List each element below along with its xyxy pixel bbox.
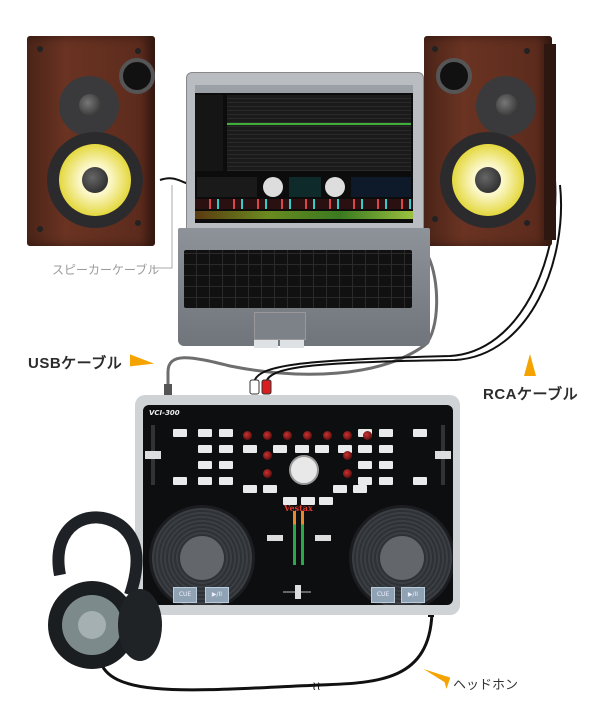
channel-fader-right[interactable] (315, 535, 331, 541)
speaker-left (27, 36, 155, 246)
tweeter (476, 76, 536, 136)
bass-port (436, 58, 472, 94)
deck-right-info (351, 177, 411, 197)
laptop-base (178, 228, 430, 348)
speaker-right (424, 36, 552, 246)
speaker-cable-label: スピーカーケーブル (52, 263, 160, 277)
tweeter (59, 76, 119, 136)
track-list (227, 95, 411, 171)
library-list (195, 95, 223, 171)
jog-wheel-left[interactable] (149, 505, 255, 605)
bass-port (119, 58, 155, 94)
cue-button-right[interactable]: CUE (371, 587, 395, 603)
rca-cable-label: RCAケーブル (483, 386, 579, 403)
speaker-cable-callout-line (152, 185, 173, 269)
play-pause-button-left[interactable]: ▶/II (205, 587, 229, 603)
rca-arrow-icon (524, 354, 536, 376)
cue-button-left[interactable]: CUE (173, 587, 197, 603)
woofer (47, 132, 143, 228)
model-name: VCI-300 (149, 409, 180, 417)
laptop-screen (186, 72, 424, 234)
headphone-cable (98, 611, 434, 692)
turntable-right (325, 177, 345, 197)
usb-plug (164, 384, 172, 398)
headphones-label: ヘッドホン (453, 677, 519, 692)
rca-cable-red (265, 184, 562, 384)
keyboard (184, 250, 412, 308)
touchpad (254, 312, 306, 340)
speaker-right-side-panel (544, 44, 556, 240)
browse-wheel[interactable] (289, 455, 319, 485)
waveform-1 (195, 199, 413, 209)
deck-left-info (197, 177, 257, 197)
usb-cable (166, 255, 439, 393)
rca-plug-red (261, 379, 272, 395)
brand-logo: Vestax (284, 503, 313, 513)
cable-break-mark: ≀≀ (312, 679, 321, 693)
woofer (440, 132, 536, 228)
controller-face: VCI-300 Vestax (143, 405, 453, 605)
rca-cable-white (253, 179, 557, 384)
play-pause-button-right[interactable]: ▶/II (401, 587, 425, 603)
waveform-2 (195, 211, 413, 219)
dj-controller: VCI-300 Vestax (135, 395, 460, 615)
usb-cable-label: USBケーブル (28, 355, 123, 372)
turntable-left (263, 177, 283, 197)
level-meter (293, 511, 296, 565)
dj-software-window (195, 85, 413, 223)
channel-fader-left[interactable] (267, 535, 283, 541)
headphones (48, 511, 162, 669)
rca-plug-white (249, 379, 260, 395)
